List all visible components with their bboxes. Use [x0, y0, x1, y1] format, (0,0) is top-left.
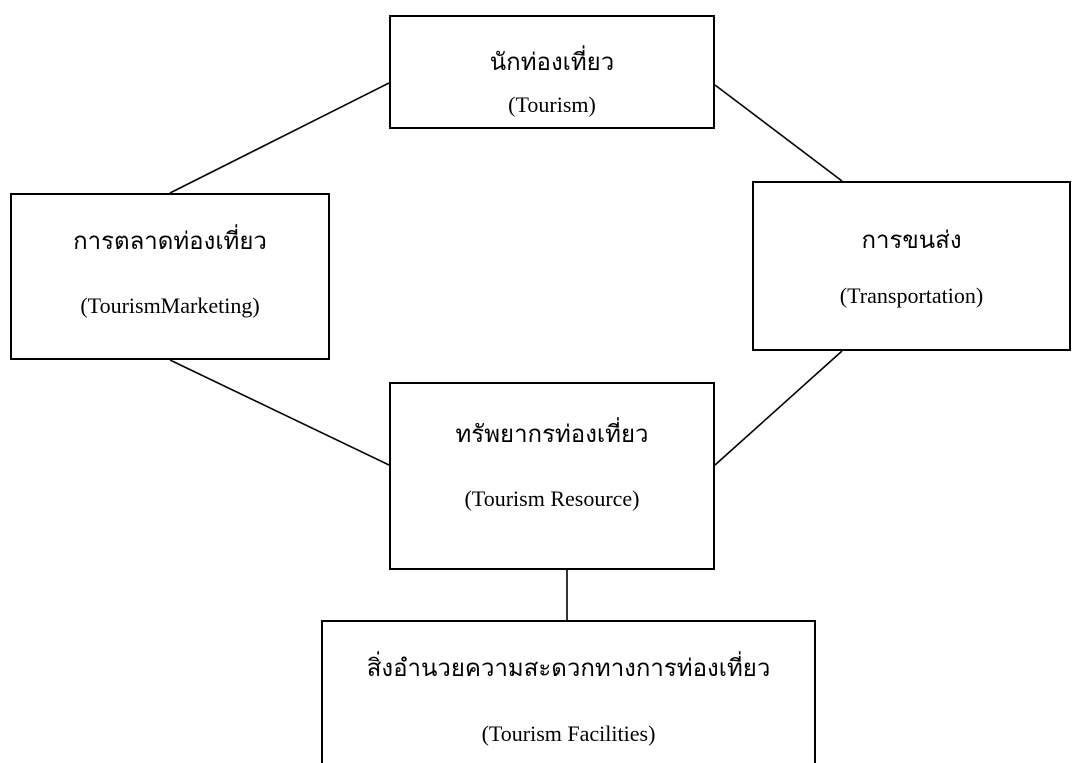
- edge-tourism-transport: [714, 84, 843, 182]
- node-tourism-label-en: (Tourism): [508, 92, 596, 117]
- node-resource-label-en: (Tourism Resource): [464, 486, 640, 511]
- node-tourism-marketing: การตลาดท่องเที่ยว (TourismMarketing): [10, 193, 330, 360]
- node-facilities-label-th: สิ่งอำนวยความสะดวกทางการท่องเที่ยว: [366, 654, 771, 682]
- edge-tourism-marketing: [169, 82, 390, 194]
- edge-transport-resource: [714, 350, 843, 466]
- node-marketing-label-en: (TourismMarketing): [80, 293, 260, 318]
- node-transport-label-th: การขนส่ง: [861, 226, 962, 254]
- node-tourism-resource: ทรัพยากรท่องเที่ยว (Tourism Resource): [389, 382, 715, 570]
- node-facilities-label-en: (Tourism Facilities): [481, 721, 656, 746]
- node-tourism: นักท่องเที่ยว (Tourism): [389, 15, 715, 129]
- node-resource-label-th: ทรัพยากรท่องเที่ยว: [455, 420, 649, 448]
- node-tourism-label-th: นักท่องเที่ยว: [489, 48, 615, 76]
- edge-marketing-resource: [169, 359, 390, 466]
- node-marketing-label-th: การตลาดท่องเที่ยว: [73, 227, 267, 255]
- node-tourism-facilities: สิ่งอำนวยความสะดวกทางการท่องเที่ยว (Tour…: [321, 620, 816, 763]
- node-transport-label-en: (Transportation): [839, 283, 984, 308]
- node-transportation: การขนส่ง (Transportation): [752, 181, 1071, 351]
